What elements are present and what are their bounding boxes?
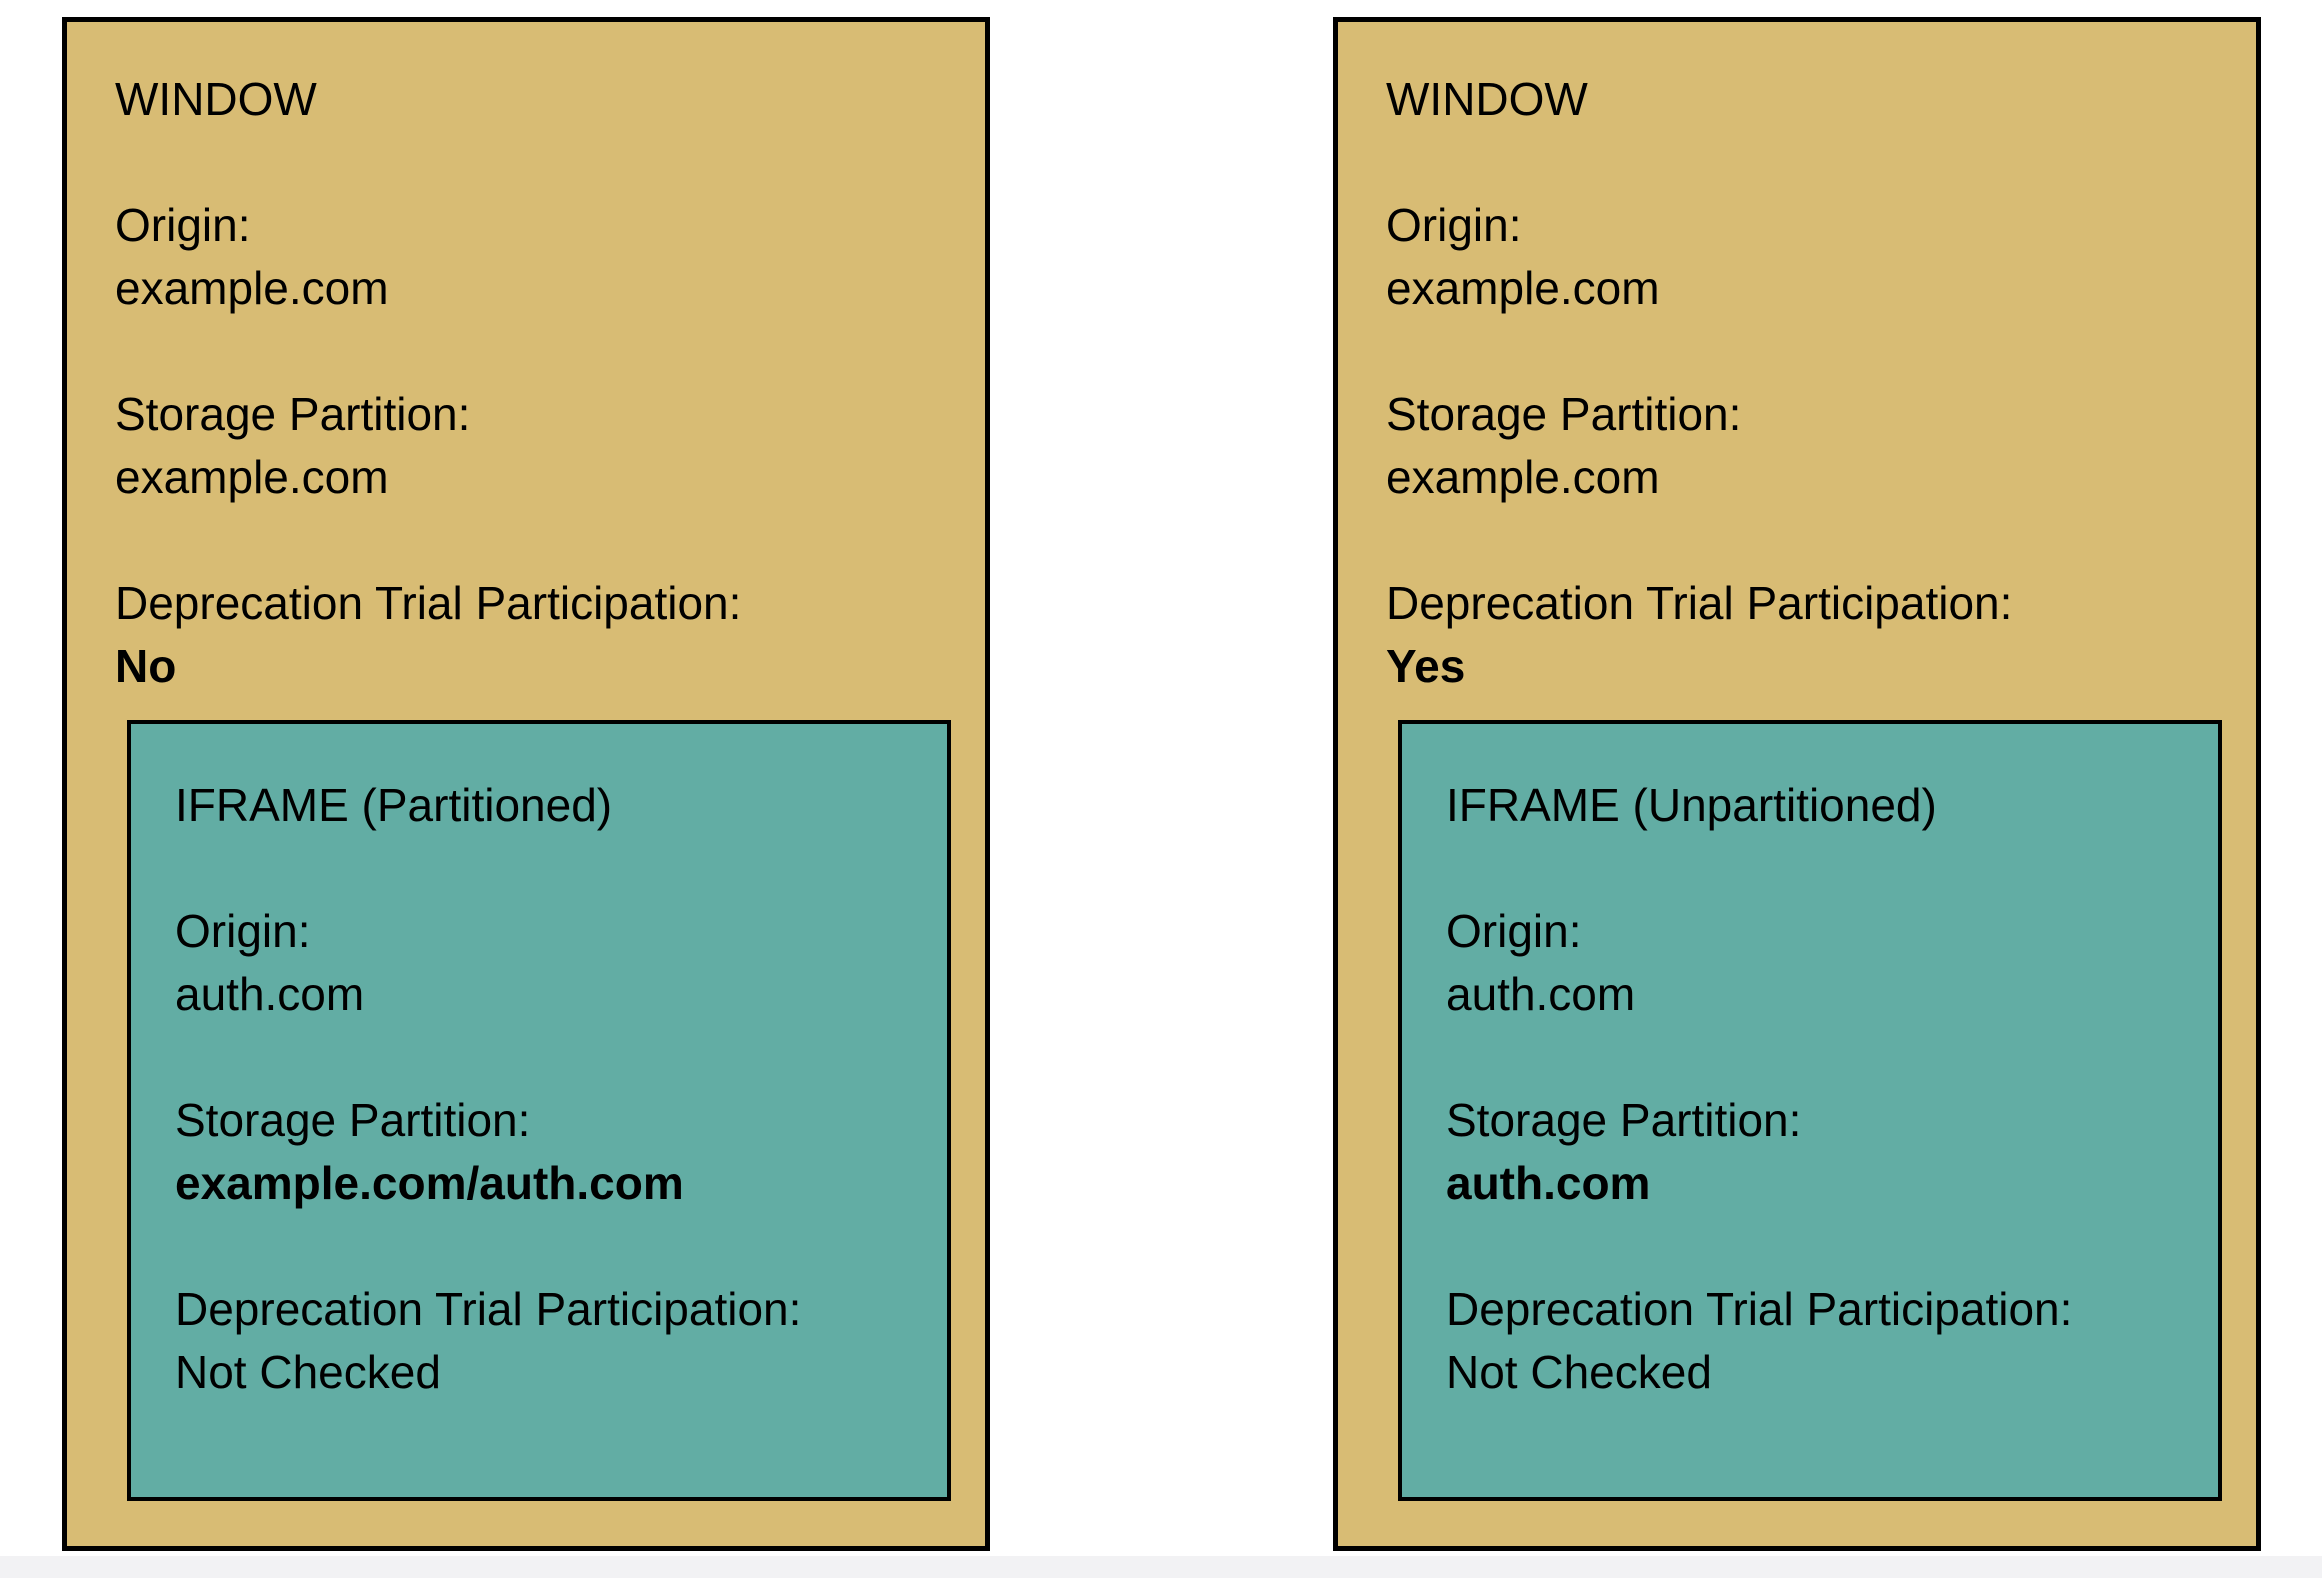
storage-partition-value: example.com [115, 451, 389, 503]
deprecation-trial-label: Deprecation Trial Participation: [115, 577, 742, 629]
origin-value: example.com [115, 262, 389, 314]
window-deprecation-trial-field: Deprecation Trial Participation: No [115, 572, 941, 698]
origin-value: example.com [1386, 262, 1660, 314]
storage-partition-label: Storage Partition: [115, 388, 471, 440]
window-storage-partition-field: Storage Partition: example.com [1386, 383, 2212, 509]
deprecation-trial-value: Not Checked [1446, 1346, 1712, 1398]
iframe-origin-field: Origin: auth.com [1446, 900, 2182, 1026]
origin-value: auth.com [175, 968, 365, 1020]
iframe-box-partitioned: IFRAME (Partitioned) Origin: auth.com St… [127, 720, 951, 1501]
deprecation-trial-label: Deprecation Trial Participation: [1446, 1283, 2073, 1335]
iframe-title: IFRAME (Unpartitioned) [1446, 779, 1937, 831]
iframe-deprecation-trial-field: Deprecation Trial Participation: Not Che… [175, 1278, 911, 1404]
origin-label: Origin: [1446, 905, 1582, 957]
deprecation-trial-value: Yes [1386, 640, 1466, 692]
window-origin-field: Origin: example.com [1386, 194, 2212, 320]
window-box-right: WINDOW Origin: example.com Storage Parti… [1333, 17, 2261, 1551]
origin-label: Origin: [1386, 199, 1522, 251]
page-bottom-strip [0, 1556, 2322, 1578]
deprecation-trial-value: Not Checked [175, 1346, 441, 1398]
window-title: WINDOW [1386, 73, 1588, 125]
storage-partition-label: Storage Partition: [1386, 388, 1742, 440]
window-storage-partition-field: Storage Partition: example.com [115, 383, 941, 509]
origin-value: auth.com [1446, 968, 1636, 1020]
window-origin-field: Origin: example.com [115, 194, 941, 320]
origin-label: Origin: [115, 199, 251, 251]
iframe-origin-field: Origin: auth.com [175, 900, 911, 1026]
window-box-left: WINDOW Origin: example.com Storage Parti… [62, 17, 990, 1551]
storage-partition-label: Storage Partition: [175, 1094, 531, 1146]
origin-label: Origin: [175, 905, 311, 957]
storage-partition-value: example.com [1386, 451, 1660, 503]
deprecation-trial-label: Deprecation Trial Participation: [1386, 577, 2013, 629]
storage-partition-value: auth.com [1446, 1157, 1651, 1209]
iframe-deprecation-trial-field: Deprecation Trial Participation: Not Che… [1446, 1278, 2182, 1404]
iframe-storage-partition-field: Storage Partition: example.com/auth.com [175, 1089, 911, 1215]
window-title: WINDOW [115, 73, 317, 125]
window-deprecation-trial-field: Deprecation Trial Participation: Yes [1386, 572, 2212, 698]
deprecation-trial-label: Deprecation Trial Participation: [175, 1283, 802, 1335]
iframe-box-unpartitioned: IFRAME (Unpartitioned) Origin: auth.com … [1398, 720, 2222, 1501]
iframe-storage-partition-field: Storage Partition: auth.com [1446, 1089, 2182, 1215]
iframe-title: IFRAME (Partitioned) [175, 779, 613, 831]
storage-partition-value: example.com/auth.com [175, 1157, 684, 1209]
storage-partition-label: Storage Partition: [1446, 1094, 1802, 1146]
deprecation-trial-value: No [115, 640, 177, 692]
